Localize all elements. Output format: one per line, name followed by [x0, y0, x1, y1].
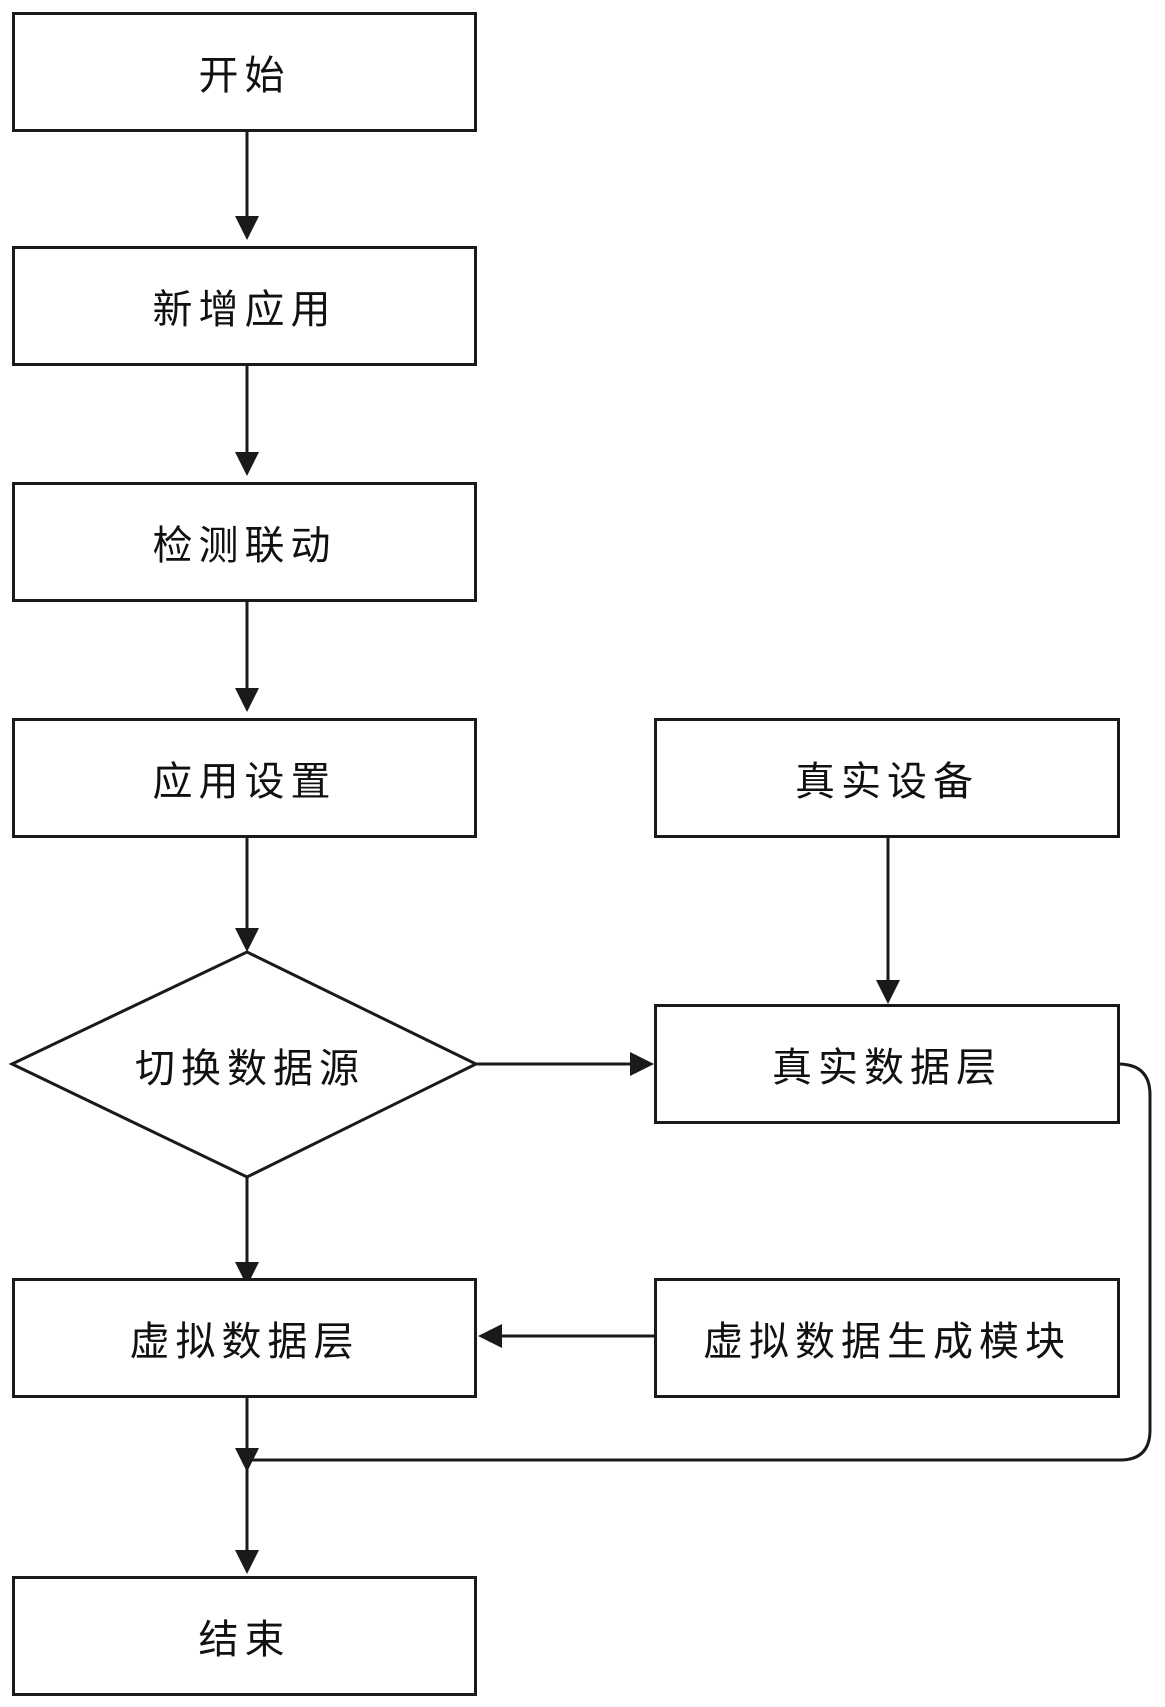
- arrowhead-virtual-from-gen: [478, 1324, 502, 1348]
- real-data-layer-node: 真实数据层: [654, 1004, 1120, 1124]
- start-node: 开始: [12, 12, 477, 132]
- virtual-data-layer-node-label: 虚拟数据层: [129, 1319, 360, 1365]
- real-device-node: 真实设备: [654, 718, 1120, 838]
- arrowhead-settings: [235, 688, 259, 712]
- arrowhead-detect: [235, 452, 259, 476]
- switch-source-diamond: [8, 950, 480, 1179]
- arrowhead-virtual: [235, 1262, 259, 1286]
- detect-link-node: 检测联动: [12, 482, 477, 602]
- arrowhead-end: [235, 1550, 259, 1574]
- add-app-node: 新增应用: [12, 246, 477, 366]
- app-settings-node: 应用设置: [12, 718, 477, 838]
- arrowhead-add-app: [235, 216, 259, 240]
- arrowhead-real-from-device: [876, 980, 900, 1004]
- app-settings-node-label: 应用设置: [152, 759, 337, 805]
- virtual-data-layer-node: 虚拟数据层: [12, 1278, 477, 1398]
- connector-real-loop: [247, 1062, 1152, 1462]
- virtual-gen-module-node: 虚拟数据生成模块: [654, 1278, 1120, 1398]
- arrowhead-merge: [235, 1448, 259, 1472]
- switch-source-label: 切换数据源: [135, 1046, 365, 1092]
- real-data-layer-node-label: 真实数据层: [772, 1045, 1002, 1091]
- end-node-label: 结束: [198, 1617, 291, 1663]
- end-node: 结束: [12, 1576, 477, 1696]
- real-device-node-label: 真实设备: [795, 759, 979, 805]
- arrowhead-real: [630, 1052, 654, 1076]
- switch-source-label-box: 切换数据源: [60, 1030, 440, 1100]
- add-app-node-label: 新增应用: [152, 287, 337, 333]
- start-node-label: 开始: [198, 53, 291, 99]
- virtual-gen-module-node-label: 虚拟数据生成模块: [703, 1319, 1071, 1365]
- arrowhead-switch: [235, 928, 259, 952]
- detect-link-node-label: 检测联动: [152, 523, 337, 569]
